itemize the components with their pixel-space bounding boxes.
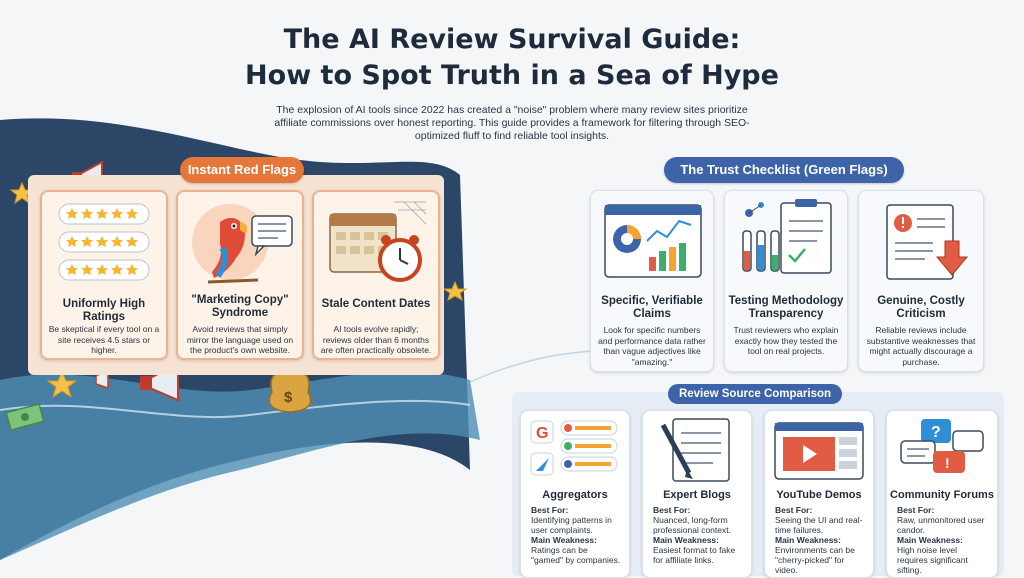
source-card-forums: ? ! Community Forums Best For:Raw, unmon… [886, 410, 998, 578]
card-body: AI tools evolve rapidly; reviews older t… [320, 324, 432, 355]
card-title: Uniformly High Ratings [62, 298, 146, 323]
red-flags-label: Instant Red Flags [180, 157, 304, 183]
intro-paragraph: The explosion of AI tools since 2022 has… [274, 104, 750, 142]
best-for: Best For:Nuanced, long-form professional… [653, 505, 731, 535]
data-dashboard-icon [604, 204, 702, 278]
best-for: Best For:Raw, unmonitored user candor. [897, 505, 985, 535]
svg-text:G: G [536, 425, 548, 442]
source-card-youtube: YouTube Demos Best For:Seeing the UI and… [764, 410, 874, 578]
green-flag-card-criticism: Genuine, Costly Criticism Reliable revie… [858, 190, 984, 372]
card-body: Avoid reviews that simply mirror the lan… [186, 324, 294, 355]
card-title: Aggregators [542, 489, 608, 501]
money-bag-symbol: $ [284, 389, 293, 406]
critical-document-icon [886, 204, 969, 280]
card-body: Look for specific numbers and performanc… [598, 325, 706, 367]
card-title: "Marketing Copy" Syndrome [191, 294, 289, 319]
green-flag-card-methodology: Testing Methodology Transparency Trust r… [724, 190, 848, 372]
source-comparison-label: Review Source Comparison [668, 384, 842, 404]
title-line-1: The AI Review Survival Guide: [283, 24, 741, 55]
main-weakness: Main Weakness:Easiest format to fake for… [653, 535, 736, 565]
page-title: The AI Review Survival Guide: How to Spo… [212, 22, 812, 94]
money-icon [5, 402, 45, 432]
red-flag-card-stale: Stale Content Dates AI tools evolve rapi… [312, 190, 440, 360]
main-weakness: Main Weakness:High noise level requires … [897, 535, 968, 575]
aggregator-icon: G [530, 420, 618, 476]
svg-text:?: ? [931, 424, 941, 441]
title-line-2: How to Spot Truth in a Sea of Hype [245, 60, 779, 91]
card-body: Be skeptical if every tool on a site rec… [48, 324, 160, 355]
source-card-expert-blogs: Expert Blogs Best For:Nuanced, long-form… [642, 410, 752, 578]
best-for: Best For:Identifying patterns in user co… [531, 505, 612, 535]
main-weakness: Main Weakness:Ratings can be "gamed" by … [531, 535, 621, 565]
card-title: Specific, Verifiable Claims [601, 295, 703, 320]
card-title: Testing Methodology Transparency [728, 295, 844, 320]
best-for: Best For:Seeing the UI and real-time fai… [775, 505, 863, 535]
lab-clipboard-icon [742, 199, 832, 274]
card-body: Reliable reviews include substantive wea… [866, 325, 976, 367]
svg-text:!: ! [945, 455, 950, 471]
card-title: Community Forums [890, 489, 994, 501]
card-title: YouTube Demos [776, 489, 862, 501]
old-calendar-clock-icon [329, 201, 427, 282]
star-ratings-icon [58, 203, 150, 281]
card-body: Trust reviewers who explain exactly how … [733, 325, 839, 356]
quill-document-icon [660, 418, 730, 482]
video-player-icon [774, 422, 864, 480]
green-flag-card-claims: Specific, Verifiable Claims Look for spe… [590, 190, 714, 372]
card-title: Genuine, Costly Criticism [877, 295, 965, 320]
chat-bubbles-icon: ? ! [900, 419, 984, 473]
red-flag-card-ratings: Uniformly High Ratings Be skeptical if e… [40, 190, 168, 360]
main-weakness: Main Weakness:Environments can be "cherr… [775, 535, 855, 575]
card-title: Expert Blogs [663, 489, 731, 501]
parrot-icon [192, 204, 293, 284]
green-flags-label: The Trust Checklist (Green Flags) [664, 157, 904, 183]
red-flag-card-marketing: "Marketing Copy" Syndrome Avoid reviews … [176, 190, 304, 360]
source-card-aggregators: G Aggregators Best For:Identifying patte… [520, 410, 630, 578]
card-title: Stale Content Dates [321, 298, 431, 310]
